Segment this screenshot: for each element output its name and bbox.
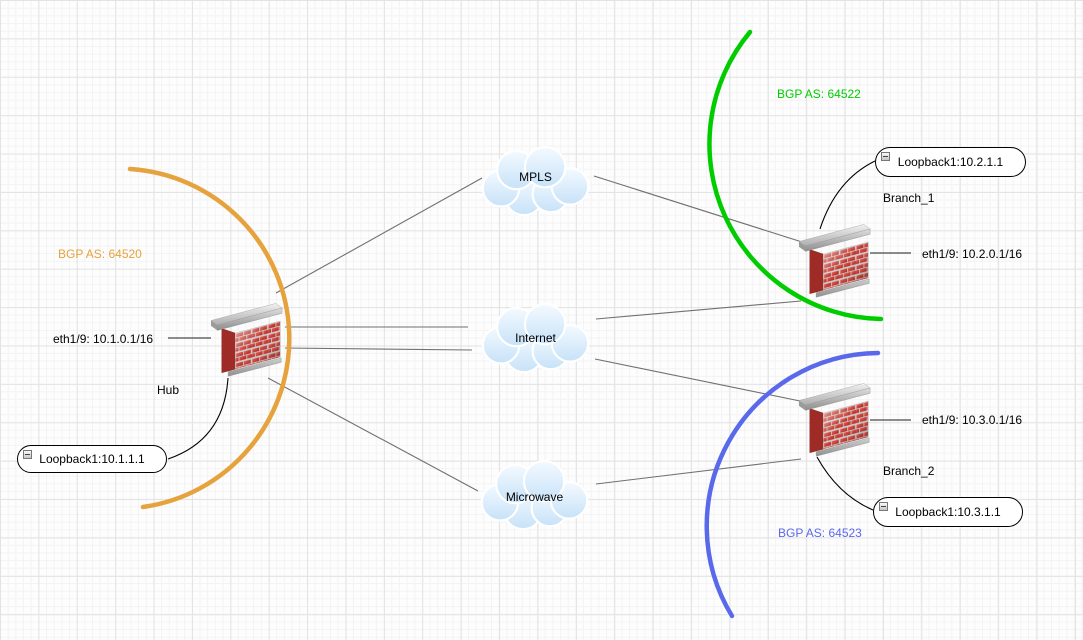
loopback-callout-connectors	[167, 160, 876, 511]
branch2-loopback-label: Loopback1:10.3.1.1	[895, 505, 1001, 519]
collapse-minus-icon[interactable]	[881, 152, 890, 161]
branch1-name-label: Branch_1	[883, 191, 935, 205]
branch2-loopback-connector	[816, 456, 874, 511]
link-lines	[267, 175, 803, 492]
branch2-interface-label: eth1/9: 10.3.0.1/16	[922, 413, 1023, 427]
link-hub-microwave	[267, 377, 479, 492]
branch2-firewall-icon[interactable]	[799, 382, 871, 457]
hub-bgp-as-label: BGP AS: 64520	[58, 247, 142, 261]
link-mpls-branch1	[593, 175, 803, 243]
branch1-loopback-connector	[819, 160, 876, 230]
microwave-cloud-label: Microwave	[505, 490, 564, 504]
hub-interface-label: eth1/9: 10.1.0.1/16	[53, 332, 154, 346]
branch1-loopback-label: Loopback1:10.2.1.1	[897, 155, 1004, 169]
link-microwave-branch2	[595, 458, 802, 485]
internet-cloud-label: Internet	[515, 331, 556, 345]
interface-label-connectors	[168, 252, 911, 421]
hub-loopback-label: Loopback1:10.1.1.1	[39, 452, 145, 466]
branch1-as-boundary-arc	[707, 29, 884, 322]
branch1-loopback-callout[interactable]: Loopback1:10.2.1.1	[875, 147, 1026, 177]
as-boundary-arcs	[127, 29, 884, 619]
collapse-minus-icon[interactable]	[23, 450, 32, 459]
hub-loopback-callout[interactable]: Loopback1:10.1.1.1	[17, 445, 167, 473]
hub-as-boundary-arc	[127, 166, 292, 510]
link-hub-internet-lower	[284, 347, 473, 351]
branch1-bgp-as-label: BGP AS: 64522	[777, 87, 861, 101]
link-internet-branch1	[595, 300, 802, 320]
branch1-firewall-icon[interactable]	[799, 223, 871, 298]
link-hub-mpls	[275, 177, 483, 294]
branch2-as-boundary-arc	[704, 350, 881, 619]
collapse-minus-icon[interactable]	[879, 502, 888, 511]
hub-name-label: Hub	[157, 383, 180, 397]
branch2-bgp-as-label: BGP AS: 64523	[778, 526, 862, 540]
branch2-loopback-callout[interactable]: Loopback1:10.3.1.1	[873, 497, 1023, 527]
mpls-cloud-label: MPLS	[519, 170, 552, 184]
branch2-name-label: Branch_2	[883, 464, 935, 478]
hub-firewall-icon[interactable]	[211, 302, 283, 377]
hub-loopback-connector	[167, 377, 229, 460]
branch1-interface-label: eth1/9: 10.2.0.1/16	[922, 247, 1023, 261]
